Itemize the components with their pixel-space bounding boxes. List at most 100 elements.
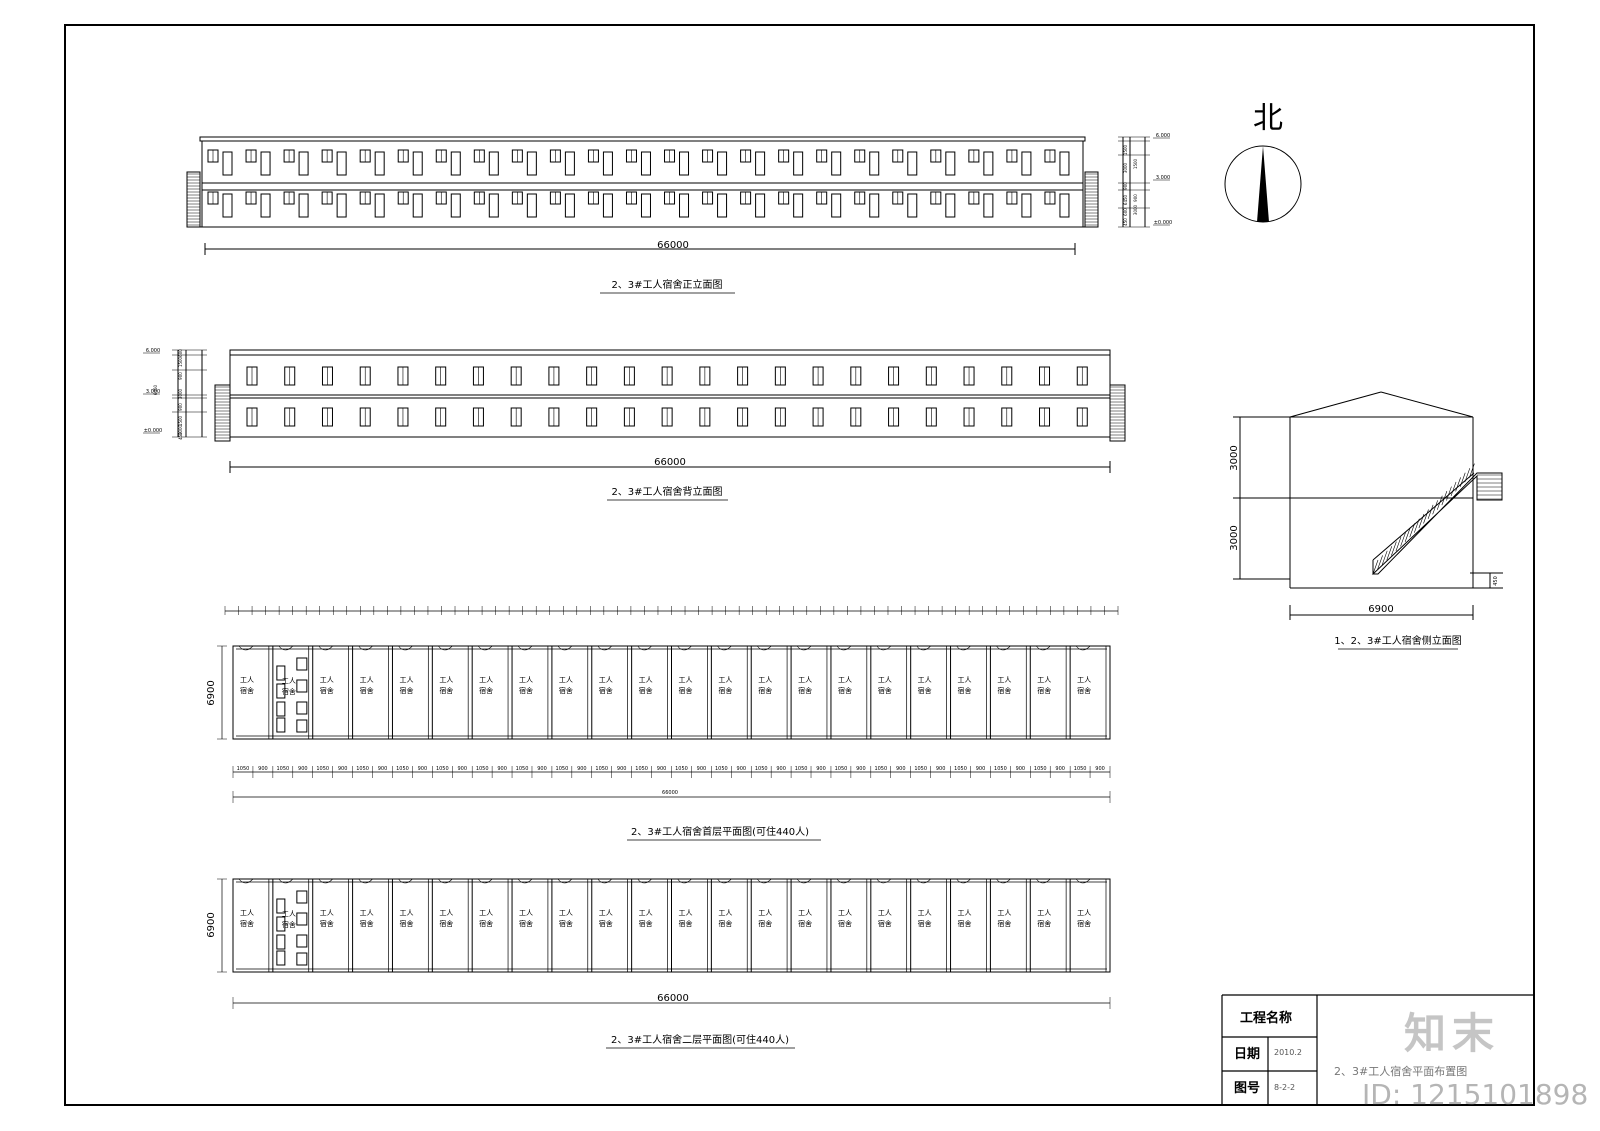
front-height-1: 3000: [1123, 162, 1128, 173]
front-door: [374, 151, 385, 176]
room-label-line1: 工人: [838, 909, 852, 917]
segment-label: 900: [936, 766, 946, 772]
drawing-border: [64, 24, 1535, 1106]
room-label-line2: 宿舍: [639, 686, 653, 695]
facade: [229, 349, 1111, 438]
segment-label: 900: [816, 766, 826, 772]
room-label-line1: 工人: [360, 909, 374, 917]
front-door: [679, 151, 690, 176]
segment-label: 1050: [436, 766, 449, 772]
segment-label: 1050: [1074, 766, 1087, 772]
front-door: [488, 151, 499, 176]
segment-label: 900: [1016, 766, 1026, 772]
front-level-1: 3.000: [1156, 175, 1170, 181]
segment-label: 1050: [675, 766, 688, 772]
front-height-5: 1500: [1133, 158, 1138, 169]
front-door: [412, 151, 423, 176]
segment-label: 1050: [994, 766, 1007, 772]
room-label-line1: 工人: [758, 676, 772, 684]
front-door: [336, 193, 347, 218]
room-label-line2: 宿舍: [559, 686, 573, 695]
room-label-line1: 工人: [282, 910, 296, 918]
front-door: [831, 151, 842, 176]
room-label-line2: 宿舍: [639, 919, 653, 928]
room-label-line2: 宿舍: [519, 686, 533, 695]
room-label-line2: 宿舍: [479, 919, 493, 928]
room-label-line1: 工人: [679, 909, 693, 917]
front-door: [907, 193, 918, 218]
front-door: [907, 151, 918, 176]
room-label-line2: 宿舍: [282, 687, 296, 696]
room-label-line1: 工人: [878, 909, 892, 917]
front-door: [298, 151, 309, 176]
left-stair: [186, 171, 201, 228]
room-label-line1: 工人: [958, 676, 972, 684]
segment-label: 900: [617, 766, 627, 772]
right-stair: [1109, 384, 1126, 442]
facade: [201, 140, 1084, 228]
watermark-logo: 知末: [1404, 1009, 1501, 1058]
room-label-line2: 宿舍: [758, 686, 772, 695]
ground-floor-plan: 工人宿舍工人宿舍工人宿舍工人宿舍工人宿舍工人宿舍工人宿舍工人宿舍工人宿舍工人宿舍…: [217, 606, 1119, 803]
segment-label: 1050: [1034, 766, 1047, 772]
room-label-line2: 宿舍: [1077, 919, 1091, 928]
left-stair: [214, 384, 231, 442]
date-label: 日期: [1234, 1047, 1261, 1062]
front-door: [412, 193, 423, 218]
room-label-line2: 宿舍: [918, 686, 932, 695]
front-door: [602, 151, 613, 176]
segment-label: 1050: [556, 766, 569, 772]
segment-label: 1050: [237, 766, 250, 772]
front-door: [869, 193, 880, 218]
back-level-2: ±0.000: [144, 428, 163, 434]
title-block-grid: [1221, 994, 1534, 1105]
back-height-3: 3000: [178, 388, 183, 399]
back-elevation: 600150090030006450900150030004506.0003.0…: [143, 348, 1126, 473]
front-door: [450, 193, 461, 218]
front-door: [222, 151, 233, 176]
front-door: [640, 151, 651, 176]
front-elevation-title: 2、3#工人宿舍正立面图: [611, 278, 722, 291]
room-label-line2: 宿舍: [679, 919, 693, 928]
room-label-line1: 工人: [639, 909, 653, 917]
front-door: [983, 193, 994, 218]
back-elevation-dimension: 66000: [654, 457, 686, 468]
front-door: [526, 151, 537, 176]
segment-label: 1050: [356, 766, 369, 772]
segment-label: 1050: [595, 766, 608, 772]
segment-label: 1050: [874, 766, 887, 772]
front-level-0: 6.000: [1156, 133, 1170, 139]
front-door: [679, 193, 690, 218]
room-label-line2: 宿舍: [360, 919, 374, 928]
room-label-line1: 工人: [360, 676, 374, 684]
room-label-line1: 工人: [519, 909, 533, 917]
room-label-line2: 宿舍: [282, 920, 296, 929]
room-label-line1: 工人: [282, 677, 296, 685]
room-label-line1: 工人: [439, 909, 453, 917]
project-name-label: 工程名称: [1240, 1011, 1293, 1026]
room-label-line1: 工人: [918, 676, 932, 684]
stair-block: [276, 717, 286, 733]
front-door: [945, 151, 956, 176]
room-label-line1: 工人: [320, 676, 334, 684]
second-plan-title: 2、3#工人宿舍二层平面图(可住440人): [611, 1033, 789, 1046]
segment-label: 900: [737, 766, 747, 772]
toilet-stall: [296, 657, 308, 671]
segment-label: 900: [1095, 766, 1105, 772]
room-label-line2: 宿舍: [479, 686, 493, 695]
toilet-stall: [296, 701, 308, 715]
room-label-line1: 工人: [918, 909, 932, 917]
room-label-line1: 工人: [240, 909, 254, 917]
front-door: [869, 151, 880, 176]
segment-label: 900: [378, 766, 388, 772]
room-label-line1: 工人: [599, 909, 613, 917]
back-height-0: 600: [178, 349, 183, 357]
front-door: [564, 151, 575, 176]
side-elevation-title: 1、2、3#工人宿舍侧立面图: [1334, 634, 1461, 647]
back-height-7: 3000: [178, 424, 183, 435]
room-label-line1: 工人: [519, 676, 533, 684]
room-label-line1: 工人: [399, 909, 413, 917]
front-height-2: 900: [1123, 182, 1128, 190]
room-label-line2: 宿舍: [958, 686, 972, 695]
